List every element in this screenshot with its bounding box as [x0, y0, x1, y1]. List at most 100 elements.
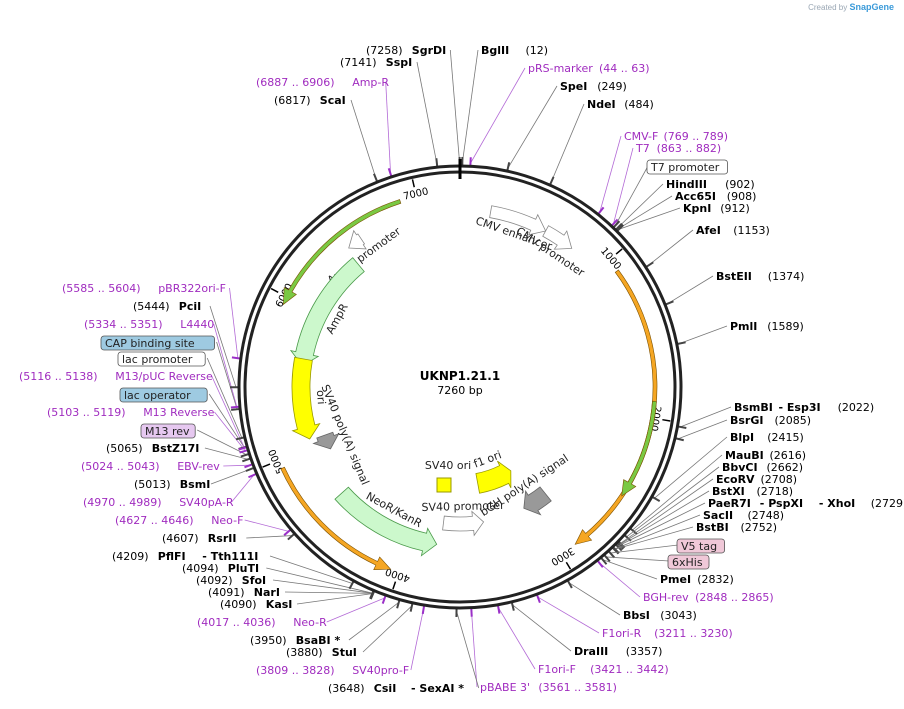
site-name: SfoI — [242, 574, 266, 587]
site-marker — [374, 174, 377, 181]
site-label-4209-pflfi-tth111i[interactable]: (4209)PflFI- Tth111I — [112, 550, 258, 563]
leader-line — [680, 326, 727, 343]
site-position: (4092) — [196, 574, 233, 587]
site-label-bstbi-2752[interactable]: BstBI(2752) — [696, 521, 777, 534]
site-label-t7-promoter[interactable]: T7 promoter — [647, 160, 728, 174]
site-label-7141-sspi[interactable]: (7141)SspI — [340, 56, 412, 69]
site-marker — [537, 595, 540, 603]
site-label-t7-863-882[interactable]: T7(863 .. 882) — [635, 142, 721, 155]
site-label-3880-stui[interactable]: (3880)StuI — [286, 646, 357, 659]
site-label-bsmbi-esp3i-2022[interactable]: BsmBI- Esp3I(2022) — [734, 401, 874, 414]
site-position: (3043) — [660, 609, 697, 622]
site-label-cap-binding-site[interactable]: CAP binding site — [101, 336, 215, 350]
leader-line — [678, 420, 727, 439]
site-marker — [236, 437, 244, 439]
feature-tag-text: lac promoter — [122, 353, 193, 366]
site-label-pmei-2832[interactable]: PmeI(2832) — [660, 573, 734, 586]
site-label-v5-tag[interactable]: V5 tag — [677, 539, 725, 553]
primer-text: pBR322ori-F — [158, 282, 226, 295]
site-position: (7141) — [340, 56, 377, 69]
orf-orange-1-arc — [575, 270, 657, 544]
site-label-m13-rev[interactable]: M13 rev — [141, 424, 195, 438]
snapgene-brand: SnapGene — [849, 2, 894, 12]
site-label-4091-nari[interactable]: (4091)NarI — [208, 586, 280, 599]
site-label-6817-scai[interactable]: (6817)ScaI — [274, 94, 346, 107]
site-label-f1ori-r-3211-3230[interactable]: F1ori-R(3211 .. 3230) — [602, 627, 733, 640]
leader-line — [615, 166, 648, 226]
primer-text: (6887 .. 6906) — [256, 76, 335, 89]
primer-text: pRS-marker — [528, 62, 593, 75]
site-marker — [242, 459, 250, 462]
site-marker — [383, 596, 386, 604]
primer-text: (5585 .. 5604) — [62, 282, 141, 295]
site-label-5065-bstz17i[interactable]: (5065)BstZ17I — [106, 442, 199, 455]
leader-line — [457, 611, 479, 688]
site-label-3648-csii-sexai[interactable]: (3648)CsiI- SexAI * — [328, 682, 464, 695]
site-name: - Esp3I — [779, 401, 821, 414]
primer-text: SV40pA-R — [179, 496, 234, 509]
primer-text: (4017 .. 4036) — [197, 616, 276, 629]
site-label-ndei-484[interactable]: NdeI(484) — [587, 98, 654, 111]
site-label-paer7i-pspxi-xhoi-2729[interactable]: PaeR7I- PspXI- XhoI(2729) — [708, 497, 904, 510]
site-position: (4607) — [162, 532, 199, 545]
site-label-bgh-rev-2848-2865[interactable]: BGH-rev(2848 .. 2865) — [643, 591, 774, 604]
site-label-4627-4646-neo-f[interactable]: (4627 .. 4646)Neo-F — [115, 514, 243, 527]
site-label-5444-pcii[interactable]: (5444)PciI — [133, 300, 201, 313]
site-name: BsaBI * — [296, 634, 341, 647]
plasmid-length: 7260 bp — [437, 384, 482, 397]
site-name: BsmBI — [734, 401, 773, 414]
site-label-lac-promoter[interactable]: lac promoter — [118, 352, 205, 366]
site-label-5585-5604-pbr322ori-f[interactable]: (5585 .. 5604) pBR322ori-F — [62, 282, 226, 295]
site-marker — [601, 558, 606, 564]
site-label-3809-3828-sv40pro-f[interactable]: (3809 .. 3828)SV40pro-F — [256, 664, 409, 677]
site-label-4017-4036-neo-r[interactable]: (4017 .. 4036)Neo-R — [197, 616, 327, 629]
site-label-afei-1153[interactable]: AfeI(1153) — [696, 224, 770, 237]
site-label-bsrgi-2085[interactable]: BsrGI(2085) — [730, 414, 811, 427]
site-label-5013-bsmi[interactable]: (5013)BsmI — [134, 478, 210, 491]
site-marker — [507, 162, 509, 170]
site-label-5024-5043-ebv-rev[interactable]: (5024 .. 5043)EBV-rev — [81, 460, 220, 473]
site-label-pbabe-3-3561-3581[interactable]: pBABE 3'(3561 .. 3581) — [480, 681, 617, 694]
site-label-kpni-912[interactable]: KpnI(912) — [683, 202, 750, 215]
site-label-f1ori-f-3421-3442[interactable]: F1ori-F(3421 .. 3442) — [538, 663, 669, 676]
leader-line — [470, 68, 525, 163]
site-label-6887-6906-amp-r[interactable]: (6887 .. 6906)Amp-R — [256, 76, 389, 89]
site-label-3950-bsabi[interactable]: (3950)BsaBI * — [250, 634, 340, 647]
site-marker — [389, 168, 391, 176]
site-label-bsteii-1374[interactable]: BstEII(1374) — [716, 270, 804, 283]
site-name: CsiI — [374, 682, 396, 695]
site-marker — [232, 357, 240, 358]
leader-line — [551, 104, 584, 182]
site-label-bglii-12[interactable]: BglII(12) — [481, 44, 548, 57]
site-label-5334-5351-l4440[interactable]: (5334 .. 5351)L4440 — [84, 318, 214, 331]
site-position: (1589) — [767, 320, 804, 333]
site-marker — [244, 464, 251, 467]
site-label-pmli-1589[interactable]: PmlI(1589) — [730, 320, 804, 333]
site-label-5103-5119-m13-reverse[interactable]: (5103 .. 5119)M13 Reverse — [47, 406, 215, 419]
site-label-4607-rsrii[interactable]: (4607)RsrII — [162, 532, 236, 545]
site-label-4092-sfoi[interactable]: (4092) SfoI — [196, 574, 266, 587]
site-label-5116-5138-m13-puc-reverse[interactable]: (5116 .. 5138)M13/pUC Reverse — [19, 370, 213, 383]
site-label-bbsi-3043[interactable]: BbsI(3043) — [623, 609, 697, 622]
site-label-blpi-2415[interactable]: BlpI(2415) — [730, 431, 804, 444]
site-label-lac-operator[interactable]: lac operator — [120, 388, 207, 402]
site-label-6xhis[interactable]: 6xHis — [668, 555, 709, 569]
site-name: NarI — [254, 586, 280, 599]
site-label-4970-4989-sv40pa-r[interactable]: (4970 .. 4989)SV40pA-R — [83, 496, 234, 509]
site-name: KpnI — [683, 202, 711, 215]
site-label-draiii-3357[interactable]: DraIII(3357) — [574, 645, 662, 658]
tick-label: 1000 — [598, 246, 623, 273]
site-name: KasI — [266, 598, 293, 611]
site-label-spei-249[interactable]: SpeI(249) — [560, 80, 627, 93]
bgh-poly-a-signal-feature — [524, 487, 551, 515]
site-marker — [550, 177, 553, 184]
site-name: BsrGI — [730, 414, 763, 427]
feature-tag-text: M13 rev — [145, 425, 190, 438]
site-name: DraIII — [574, 645, 608, 658]
site-label-4090-kasi[interactable]: (4090)KasI — [220, 598, 292, 611]
site-marker — [411, 604, 413, 612]
site-label-prs-marker-44-63[interactable]: pRS-marker(44 .. 63) — [528, 62, 650, 75]
tick-mark — [566, 562, 570, 569]
site-name: SgrDI — [412, 44, 446, 57]
feature-tag-text: CAP binding site — [105, 337, 195, 350]
